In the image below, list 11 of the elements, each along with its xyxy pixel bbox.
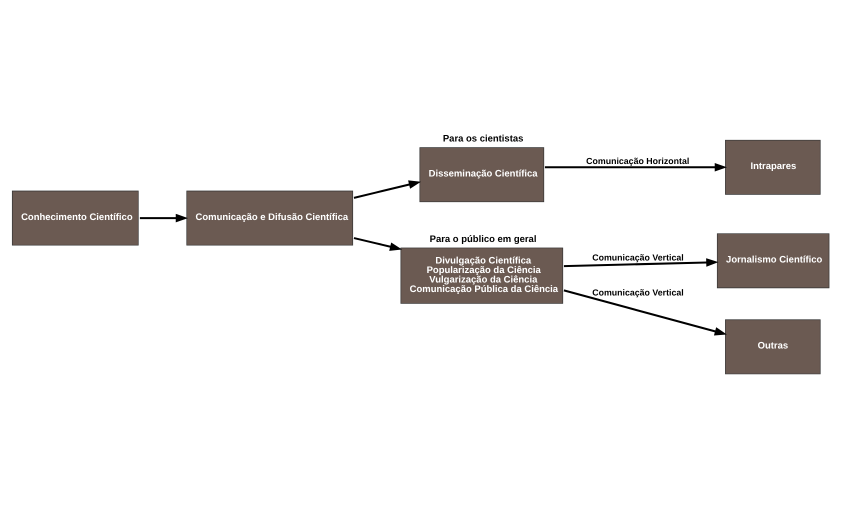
arrow: [544, 163, 727, 172]
node-label: Para os cientistas: [442, 134, 524, 145]
arrow: [354, 180, 421, 199]
edge-label: Comunicação Vertical: [592, 252, 684, 262]
node-label: Para o público em geral: [430, 234, 536, 245]
edge-label: Comunicação Horizontal: [586, 156, 690, 166]
edge-label: Comunicação Vertical: [592, 288, 684, 298]
arrow: [140, 214, 188, 222]
arrow: [564, 258, 718, 268]
arrow: [354, 237, 402, 251]
arrow: [564, 289, 727, 336]
